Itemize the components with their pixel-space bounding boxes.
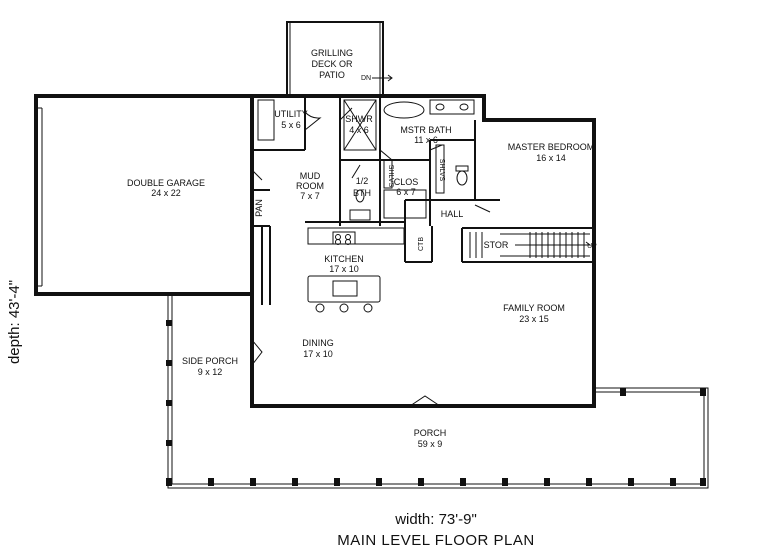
mud-room-size: 7 x 7 bbox=[300, 191, 320, 201]
master-bedroom-name: MASTER BEDROOM bbox=[508, 142, 595, 152]
interior-walls bbox=[252, 96, 594, 305]
bath-fixtures bbox=[257, 99, 475, 221]
width-dimension: width: 73'-9" bbox=[394, 511, 477, 528]
side-porch-name: SIDE PORCH bbox=[182, 356, 238, 366]
house-walls bbox=[250, 94, 596, 408]
depth-dimension: depth: 43'-4" bbox=[6, 280, 23, 364]
kitchen-counter bbox=[307, 227, 405, 313]
shwr-size: 4 x 6 bbox=[349, 125, 369, 135]
clos-size: 6 x 7 bbox=[396, 187, 416, 197]
garage-size: 24 x 22 bbox=[151, 188, 181, 198]
mstr-bath-size: 11 x 6 bbox=[414, 135, 438, 145]
grilling-label-3: PATIO bbox=[319, 70, 345, 80]
hall-name: HALL bbox=[441, 209, 464, 219]
kitchen-size: 17 x 10 bbox=[329, 264, 359, 274]
stor-name: STOR bbox=[484, 240, 509, 250]
utility-name: UTILITY bbox=[274, 109, 308, 119]
deck-stair-arrow bbox=[372, 74, 393, 82]
utility-size: 5 x 6 bbox=[281, 120, 301, 130]
porch-size: 59 x 9 bbox=[418, 439, 443, 449]
shlvs-right-label: SHLVS bbox=[438, 159, 445, 182]
mstr-bath-name: MSTR BATH bbox=[400, 125, 451, 135]
ctb-name: CTB bbox=[418, 237, 425, 251]
half-bath-line2: BTH bbox=[353, 188, 371, 198]
mud-room-line1: MUD bbox=[300, 171, 321, 181]
grilling-label-1: GRILLING bbox=[311, 48, 353, 58]
staircase bbox=[469, 232, 592, 258]
grilling-deck bbox=[286, 21, 384, 97]
clos-name: CLOS bbox=[394, 177, 419, 187]
master-bedroom-size: 16 x 14 bbox=[536, 153, 566, 163]
plan-title: MAIN LEVEL FLOOR PLAN bbox=[337, 532, 535, 549]
pan-name: PAN bbox=[254, 199, 264, 217]
kitchen-name: KITCHEN bbox=[324, 254, 364, 264]
family-room-size: 23 x 15 bbox=[519, 314, 549, 324]
family-room-name: FAMILY ROOM bbox=[503, 303, 565, 313]
shwr-name: SHWR bbox=[345, 114, 373, 124]
grilling-label-2: DECK OR bbox=[311, 59, 353, 69]
shlvs-left-label: SHLVS bbox=[387, 165, 394, 188]
garage-name: DOUBLE GARAGE bbox=[127, 178, 205, 188]
dining-size: 17 x 10 bbox=[303, 349, 333, 359]
up-label: UP bbox=[587, 243, 597, 250]
porches bbox=[166, 293, 709, 489]
half-bath-line1: 1/2 bbox=[356, 176, 369, 186]
dining-name: DINING bbox=[302, 338, 334, 348]
doors bbox=[251, 107, 491, 407]
garage-walls bbox=[34, 94, 254, 296]
side-porch-size: 9 x 12 bbox=[198, 367, 223, 377]
mud-room-line2: ROOM bbox=[296, 181, 324, 191]
dn-label: DN bbox=[361, 75, 371, 82]
porch-name: PORCH bbox=[414, 428, 447, 438]
